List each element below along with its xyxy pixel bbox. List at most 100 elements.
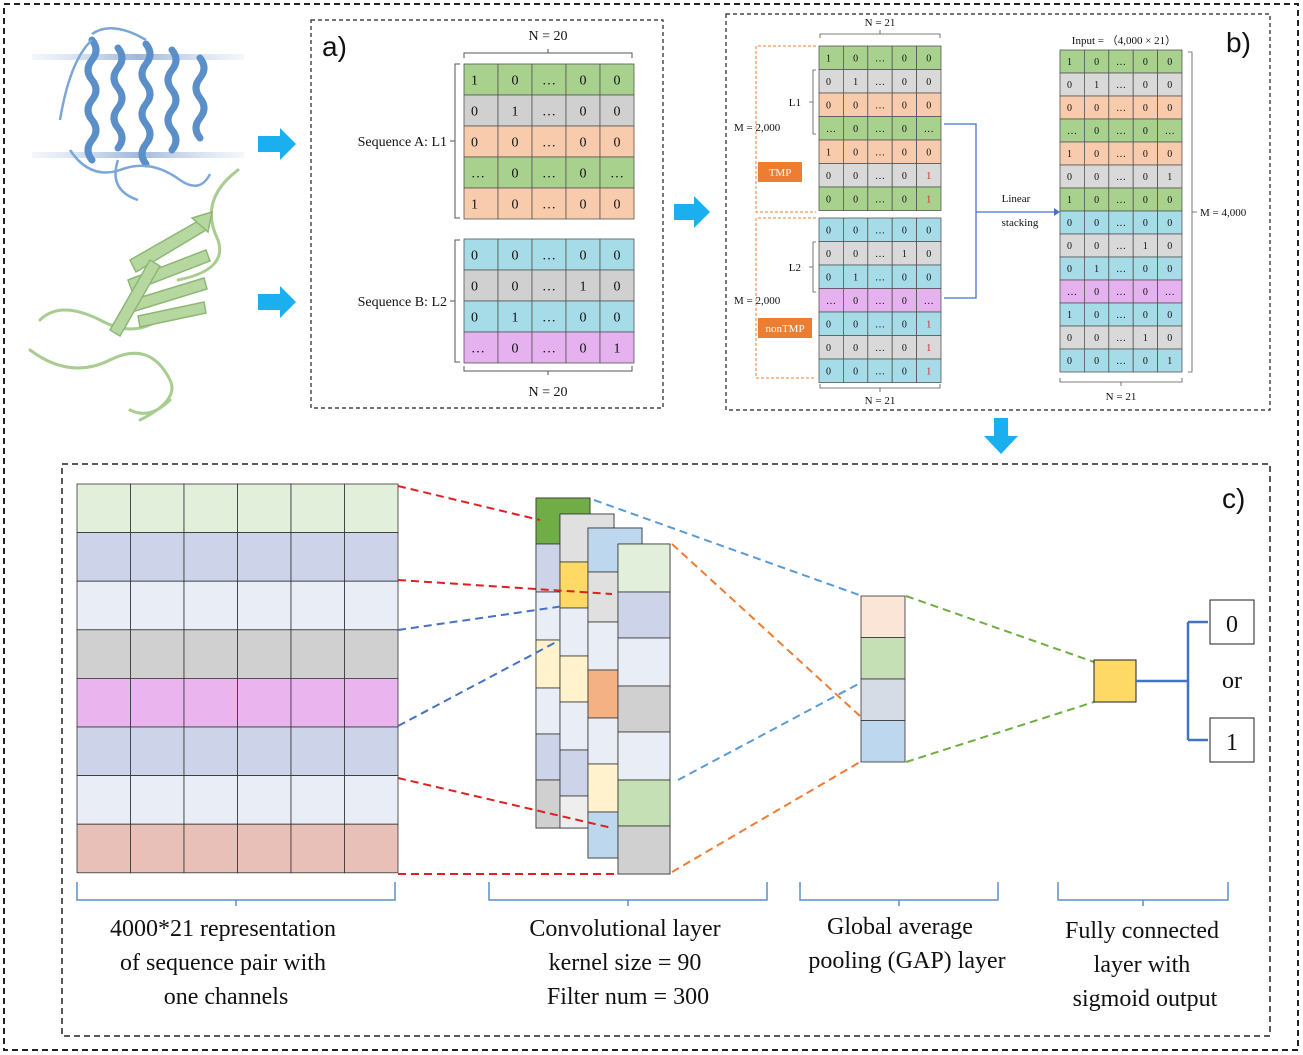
fc-caption-line-3: sigmoid output (1073, 986, 1218, 1012)
matrix-cell-value: 0 (853, 296, 858, 307)
matrix-cell-value: … (875, 53, 885, 64)
input-cell (237, 726, 292, 776)
matrix-cell-value: 0 (1094, 356, 1099, 367)
input-cell (290, 726, 345, 776)
matrix-cell (497, 63, 533, 96)
matrix-cell-value: 0 (853, 100, 858, 111)
matrix-cell-value: 0 (580, 341, 587, 356)
matrix-cell-value: 0 (580, 197, 587, 212)
matrix-cell-value: 0 (826, 225, 831, 236)
matrix-cell-value: 1 (1167, 356, 1172, 367)
matrix-cell (565, 269, 601, 302)
input-caption-line-2: of sequence pair with (120, 950, 326, 976)
matrix-cell (599, 63, 635, 96)
input-cell (76, 678, 131, 728)
matrix-cell-value: 0 (1143, 310, 1148, 321)
matrix-cell-value: 0 (471, 104, 478, 119)
matrix-cell-value: 1 (1167, 172, 1172, 183)
matrix-cell-value: … (875, 100, 885, 111)
matrix-cell-value: 0 (1143, 149, 1148, 160)
matrix-cell (531, 331, 567, 364)
matrix-cell (599, 156, 635, 189)
matrix-cell-value: 0 (1143, 356, 1148, 367)
matrix-cell (1059, 256, 1085, 281)
matrix-cell (599, 94, 635, 127)
matrix-cell-value: … (1116, 356, 1126, 367)
matrix-cell (463, 300, 499, 333)
input-cell (290, 629, 345, 679)
input-cell (130, 629, 185, 679)
input-cell (344, 629, 399, 679)
matrix-cell-value: 0 (1094, 218, 1099, 229)
matrix-cell-value: … (542, 104, 556, 119)
matrix-cell-value: … (875, 319, 885, 330)
matrix-cell-value: … (1116, 333, 1126, 344)
matrix-cell (531, 94, 567, 127)
matrix-cell-value: 1 (512, 310, 519, 325)
matrix-cell-value: … (875, 366, 885, 377)
input-cell (76, 726, 131, 776)
matrix-cell-value: 0 (614, 248, 621, 263)
matrix-cell-value: 0 (826, 343, 831, 354)
matrix-cell-value: … (875, 272, 885, 283)
matrix-cell (818, 217, 844, 242)
matrix-cell-value: 0 (1094, 126, 1099, 137)
matrix-cell-value: 1 (1094, 80, 1099, 91)
matrix-cell (818, 241, 844, 266)
matrix-cell-value: … (924, 124, 934, 135)
matrix-cell (565, 187, 601, 220)
matrix-cell (818, 69, 844, 94)
matrix-cell-value: … (1116, 241, 1126, 252)
matrix-cell-value: … (1116, 218, 1126, 229)
matrix-cell (531, 63, 567, 96)
matrix-cell (818, 163, 844, 188)
output-1: 1 (1226, 730, 1238, 756)
input-cell (130, 726, 185, 776)
matrix-cell-value: 1 (926, 171, 931, 182)
matrix-cell (599, 331, 635, 364)
matrix-cell-value: 1 (512, 104, 519, 119)
input-cell (290, 775, 345, 825)
matrix-cell-value: 0 (1067, 80, 1072, 91)
arrow-icon-tmp (258, 128, 296, 160)
matrix-cell-value: 0 (826, 194, 831, 205)
input-cell (290, 678, 345, 728)
matrix-cell (1059, 233, 1085, 258)
matrix-cell (497, 156, 533, 189)
matrix-cell-value: … (1067, 287, 1077, 298)
fully-connected-node (1093, 659, 1137, 703)
matrix-cell-value: 0 (1067, 356, 1072, 367)
matrix-cell (1059, 141, 1085, 166)
input-cell (130, 483, 185, 533)
matrix-cell (531, 238, 567, 271)
output-or: or (1222, 668, 1242, 694)
conv-caption: Convolutional layer kernel size = 90 Fil… (529, 916, 726, 1010)
matrix-cell-value: 0 (471, 310, 478, 325)
matrix-cell-value: … (1116, 310, 1126, 321)
matrix-cell-value: 0 (1067, 241, 1072, 252)
matrix-cell (916, 186, 942, 211)
m-tmp-label: M = 2,000 (734, 122, 781, 134)
input-cell (237, 775, 292, 825)
matrix-cell-value: 1 (1067, 310, 1072, 321)
matrix-cell-value: 1 (580, 279, 587, 294)
input-cell (344, 823, 399, 874)
matrix-cell-value: 0 (614, 197, 621, 212)
input-cell (183, 726, 238, 776)
matrix-cell-value: 0 (512, 248, 519, 263)
matrix-cell-value: 0 (1094, 195, 1099, 206)
matrix-cell (599, 187, 635, 220)
matrix-cell-value: 0 (902, 343, 907, 354)
matrix-cell-value: … (471, 166, 485, 181)
matrix-cell (818, 45, 844, 70)
